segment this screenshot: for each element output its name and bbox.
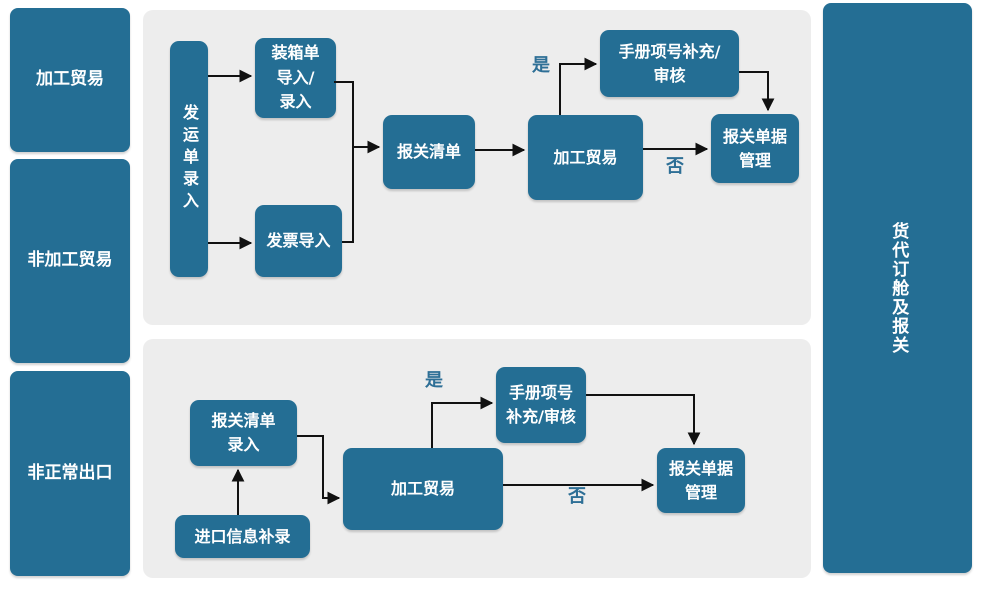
manual-item-bottom-line1: 手册项号 (508, 383, 573, 402)
manual-item-top-line2: 审核 (653, 65, 686, 85)
branch-label-yes-bottom: 是 (425, 370, 443, 391)
shipping-order-entry-label: 发运单录入 (180, 104, 199, 214)
declaration-docs-bottom-line1: 报关单据 (668, 458, 733, 478)
branch-label-no-top: 否 (666, 156, 684, 177)
declaration-docs-top-line2: 管理 (738, 150, 771, 170)
manual-item-top-line1: 手册项号补充/ (618, 41, 721, 61)
packing-list-line1: 装箱单 (271, 42, 320, 62)
node-processing-trade-bottom: 加工贸易 (343, 448, 503, 530)
declaration-docs-bottom-line2: 管理 (684, 482, 717, 502)
declaration-list-entry-line2: 录入 (227, 435, 260, 454)
declaration-docs-top-line1: 报关单据 (722, 126, 787, 146)
declaration-list-entry-line1: 报关清单 (211, 411, 276, 430)
branch-label-yes-top: 是 (532, 55, 550, 76)
node-import-info-supplement: 进口信息补录 (175, 515, 310, 558)
node-processing-trade-top: 加工贸易 (528, 115, 643, 200)
node-shipping-order-entry: 发运单录入 (170, 41, 208, 277)
category-non-processing-trade: 非加工贸易 (10, 159, 130, 363)
category-processing-trade: 加工贸易 (10, 8, 130, 152)
node-manual-item-review-top: 手册项号补充/ 审核 (600, 30, 739, 97)
freight-booking-declaration-label: 货代订舱及报关 (888, 221, 909, 355)
node-declaration-docs-top: 报关单据 管理 (711, 114, 799, 183)
packing-list-line3: 录入 (279, 92, 312, 112)
packing-list-line2: 导入/ (276, 67, 315, 87)
branch-label-no-bottom: 否 (568, 486, 586, 507)
manual-item-bottom-line2: 补充/审核 (506, 407, 576, 426)
node-manual-item-review-bottom: 手册项号 补充/审核 (496, 367, 586, 443)
node-packing-list-import: 装箱单 导入/ 录入 (255, 38, 336, 118)
node-declaration-list-top: 报关清单 (383, 115, 475, 189)
category-abnormal-export: 非正常出口 (10, 371, 130, 576)
node-declaration-docs-bottom: 报关单据 管理 (657, 448, 745, 513)
node-declaration-list-entry: 报关清单 录入 (190, 400, 297, 466)
node-invoice-import: 发票导入 (255, 205, 342, 277)
freight-booking-declaration-box: 货代订舱及报关 (823, 3, 972, 573)
